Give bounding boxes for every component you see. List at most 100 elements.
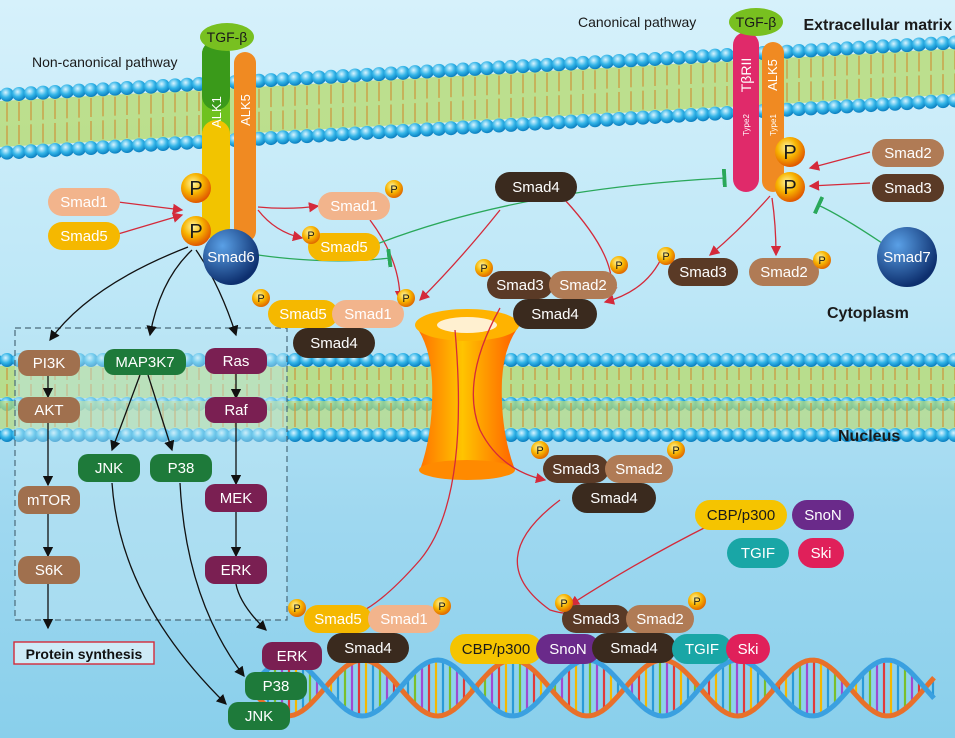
tbrii-receptor — [733, 32, 759, 192]
dna-smad3-p: P — [555, 594, 573, 612]
complex-smad2-nuc: Smad2 — [605, 455, 673, 483]
smad6-label: Smad6 — [207, 249, 255, 266]
dna-tgif-label: TGIF — [685, 641, 719, 658]
p38-cyto: P38 — [150, 454, 212, 482]
complex-smad4-cyto2: Smad4 — [513, 299, 597, 329]
jnk-nuc: JNK — [228, 702, 290, 730]
map3k7: MAP3K7 — [104, 349, 186, 375]
dna-smad5-label: Smad5 — [314, 611, 362, 628]
smad4-cytoplasm: Smad4 — [495, 172, 577, 202]
alk5-receptor-left — [234, 52, 256, 242]
complex-smad1-cyto-p: P — [397, 289, 415, 307]
smad3-phospho-label: Smad3 — [679, 264, 727, 281]
dna-smad4-b: Smad4 — [592, 633, 676, 663]
akt-label: AKT — [34, 402, 63, 419]
complex-smad3-nuc: Smad3 — [543, 455, 609, 483]
dna-smad3: Smad3 — [562, 605, 630, 633]
jnk-cyto-label: JNK — [95, 460, 123, 477]
pathway-arrows — [42, 151, 883, 705]
smad6: Smad6 — [203, 229, 259, 285]
svg-text:P: P — [293, 603, 300, 615]
svg-text:P: P — [818, 255, 825, 267]
smad4-cytoplasm-label: Smad4 — [512, 179, 560, 196]
smad7-label: Smad7 — [883, 249, 931, 266]
region-nucleus-label: Nucleus — [838, 428, 900, 445]
dna-ski: Ski — [726, 634, 770, 664]
tgf-beta-ligand-left — [200, 23, 254, 51]
non-canonical-pathway-label: Non-canonical pathway — [32, 54, 178, 70]
svg-text:P: P — [402, 293, 409, 305]
tbrii-label: TβRII — [738, 58, 754, 93]
phospho-alk5-upper: P — [775, 137, 805, 167]
cbp-p300-free: CBP/p300 — [695, 500, 787, 530]
dna-tgif: TGIF — [672, 634, 732, 664]
complex-smad5-cyto-label: Smad5 — [279, 306, 327, 323]
complex-smad3-cyto-label: Smad3 — [496, 277, 544, 294]
protein-synthesis-label: Protein synthesis — [26, 646, 143, 662]
svg-text:P: P — [480, 263, 487, 275]
svg-text:P: P — [615, 260, 622, 272]
complex-smad2-nuc-p: P — [667, 441, 685, 459]
smad5-free-label: Smad5 — [60, 228, 108, 245]
ras-label: Ras — [223, 353, 250, 370]
akt: AKT — [18, 397, 80, 423]
smad1-phospho-label: Smad1 — [330, 198, 378, 215]
smad3-phospho: Smad3 — [668, 258, 738, 286]
dna-smad5-p: P — [288, 599, 306, 617]
complex-smad1-cyto-label: Smad1 — [344, 306, 392, 323]
tgf-beta-ligand-right — [729, 8, 783, 36]
smad2-free: Smad2 — [872, 139, 944, 167]
svg-text:P: P — [560, 598, 567, 610]
mtor-label: mTOR — [27, 492, 71, 509]
smad5-phospho: Smad5 — [308, 233, 380, 261]
complex-smad4-cyto2-label: Smad4 — [531, 306, 579, 323]
dna-helix — [248, 657, 936, 719]
dna-cbp-p300-label: CBP/p300 — [462, 641, 530, 658]
complex-smad2-cyto: Smad2 — [549, 271, 617, 299]
dna-snon: SnoN — [536, 634, 600, 664]
mek-label: MEK — [220, 490, 253, 507]
mtor: mTOR — [18, 486, 80, 514]
p38-nuc-label: P38 — [263, 678, 290, 695]
smad1-free: Smad1 — [48, 188, 120, 216]
svg-text:P: P — [783, 177, 796, 199]
s6k: S6K — [18, 556, 80, 584]
ras: Ras — [205, 348, 267, 374]
dna-smad2-p: P — [688, 592, 706, 610]
ski-free-label: Ski — [811, 545, 832, 562]
tgf-beta-label-right: TGF-β — [736, 14, 777, 30]
dna-smad4-a: Smad4 — [327, 633, 409, 663]
smad1-phospho-p: P — [385, 180, 403, 198]
smad2-phospho: Smad2 — [749, 258, 819, 286]
dna-cbp-p300: CBP/p300 — [450, 634, 542, 664]
dna-smad5: Smad5 — [304, 605, 372, 633]
svg-text:P: P — [390, 184, 397, 196]
complex-smad2-nuc-label: Smad2 — [615, 461, 663, 478]
complex-smad5-cyto-p: P — [252, 289, 270, 307]
tgf-beta-label-left: TGF-β — [207, 29, 248, 45]
svg-text:P: P — [307, 230, 314, 242]
raf-label: Raf — [224, 402, 248, 419]
complex-smad2-cyto-p: P — [610, 256, 628, 274]
dna-smad4-a-label: Smad4 — [344, 640, 392, 657]
dna-smad1-label: Smad1 — [380, 611, 428, 628]
alk1-label: ALK1 — [209, 96, 224, 128]
smad1-free-label: Smad1 — [60, 194, 108, 211]
complex-smad4-cyto: Smad4 — [293, 328, 375, 358]
dna-smad1: Smad1 — [368, 605, 440, 633]
p38-nuc: P38 — [245, 672, 307, 700]
svg-text:P: P — [536, 445, 543, 457]
ski-free: Ski — [798, 538, 844, 568]
svg-text:P: P — [189, 221, 202, 243]
jnk-cyto: JNK — [78, 454, 140, 482]
pi3k-label: PI3K — [33, 355, 66, 372]
raf: Raf — [205, 397, 267, 423]
region-cytoplasm-label: Cytoplasm — [827, 305, 909, 322]
smad7: Smad7 — [877, 227, 937, 287]
svg-text:P: P — [257, 293, 264, 305]
tgif-free-label: TGIF — [741, 545, 775, 562]
svg-text:P: P — [662, 251, 669, 263]
smad2-phospho-label: Smad2 — [760, 264, 808, 281]
complex-smad3-cyto-p: P — [475, 259, 493, 277]
mek: MEK — [205, 484, 267, 512]
